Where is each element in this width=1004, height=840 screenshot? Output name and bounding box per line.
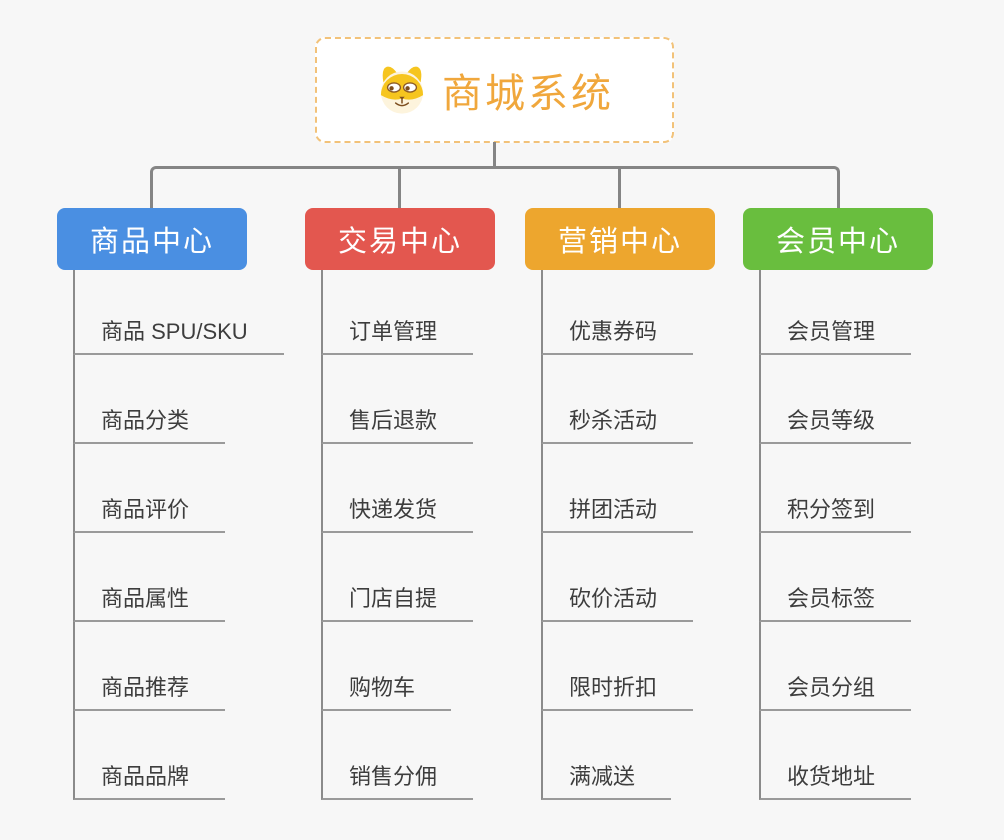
child-node[interactable]: 优惠券码 bbox=[541, 270, 694, 355]
child-node[interactable]: 会员管理 bbox=[759, 270, 912, 355]
connector-drop-marketing bbox=[618, 168, 621, 208]
child-node[interactable]: 商品分类 bbox=[73, 355, 226, 444]
child-node[interactable]: 秒杀活动 bbox=[541, 355, 694, 444]
child-node[interactable]: 会员分组 bbox=[759, 622, 912, 711]
child-node[interactable]: 拼团活动 bbox=[541, 444, 694, 533]
connector-drop-trade bbox=[398, 168, 401, 208]
child-node[interactable]: 会员等级 bbox=[759, 355, 912, 444]
branch-node-member-center[interactable]: 会员中心 bbox=[743, 208, 933, 270]
branch-children-marketing-center: 优惠券码 秒杀活动 拼团活动 砍价活动 限时折扣 满减送 bbox=[541, 270, 715, 800]
child-node[interactable]: 砍价活动 bbox=[541, 533, 694, 622]
child-node[interactable]: 门店自提 bbox=[321, 533, 474, 622]
child-node[interactable]: 限时折扣 bbox=[541, 622, 694, 711]
dog-face-icon bbox=[375, 63, 429, 117]
branch-node-trade-center[interactable]: 交易中心 bbox=[305, 208, 495, 270]
child-node[interactable]: 满减送 bbox=[541, 711, 672, 800]
child-node[interactable]: 商品 SPU/SKU bbox=[73, 270, 284, 355]
branch-children-trade-center: 订单管理 售后退款 快递发货 门店自提 购物车 销售分佣 bbox=[321, 270, 495, 800]
child-node[interactable]: 订单管理 bbox=[321, 270, 474, 355]
branch-children-member-center: 会员管理 会员等级 积分签到 会员标签 会员分组 收货地址 bbox=[759, 270, 933, 800]
child-node[interactable]: 会员标签 bbox=[759, 533, 912, 622]
branch-children-product-center: 商品 SPU/SKU 商品分类 商品评价 商品属性 商品推荐 商品品牌 bbox=[73, 270, 284, 800]
branch-marketing-center: 营销中心 优惠券码 秒杀活动 拼团活动 砍价活动 限时折扣 满减送 bbox=[525, 208, 715, 800]
child-node[interactable]: 积分签到 bbox=[759, 444, 912, 533]
child-node[interactable]: 购物车 bbox=[321, 622, 452, 711]
root-node[interactable]: 商城系统 bbox=[315, 37, 674, 143]
child-node[interactable]: 商品品牌 bbox=[73, 711, 226, 800]
branch-member-center: 会员中心 会员管理 会员等级 积分签到 会员标签 会员分组 收货地址 bbox=[743, 208, 933, 800]
branch-node-marketing-center[interactable]: 营销中心 bbox=[525, 208, 715, 270]
child-node[interactable]: 销售分佣 bbox=[321, 711, 474, 800]
branch-trade-center: 交易中心 订单管理 售后退款 快递发货 门店自提 购物车 销售分佣 bbox=[305, 208, 495, 800]
root-title: 商城系统 bbox=[442, 72, 614, 116]
root-connector-stub bbox=[493, 142, 496, 168]
child-node[interactable]: 收货地址 bbox=[759, 711, 912, 800]
child-node[interactable]: 商品推荐 bbox=[73, 622, 226, 711]
child-node[interactable]: 快递发货 bbox=[321, 444, 474, 533]
child-node[interactable]: 商品属性 bbox=[73, 533, 226, 622]
branch-node-product-center[interactable]: 商品中心 bbox=[57, 208, 247, 270]
child-node[interactable]: 商品评价 bbox=[73, 444, 226, 533]
child-node[interactable]: 售后退款 bbox=[321, 355, 474, 444]
branch-product-center: 商品中心 商品 SPU/SKU 商品分类 商品评价 商品属性 商品推荐 商品品牌 bbox=[57, 208, 284, 800]
connector-bus bbox=[150, 166, 840, 208]
